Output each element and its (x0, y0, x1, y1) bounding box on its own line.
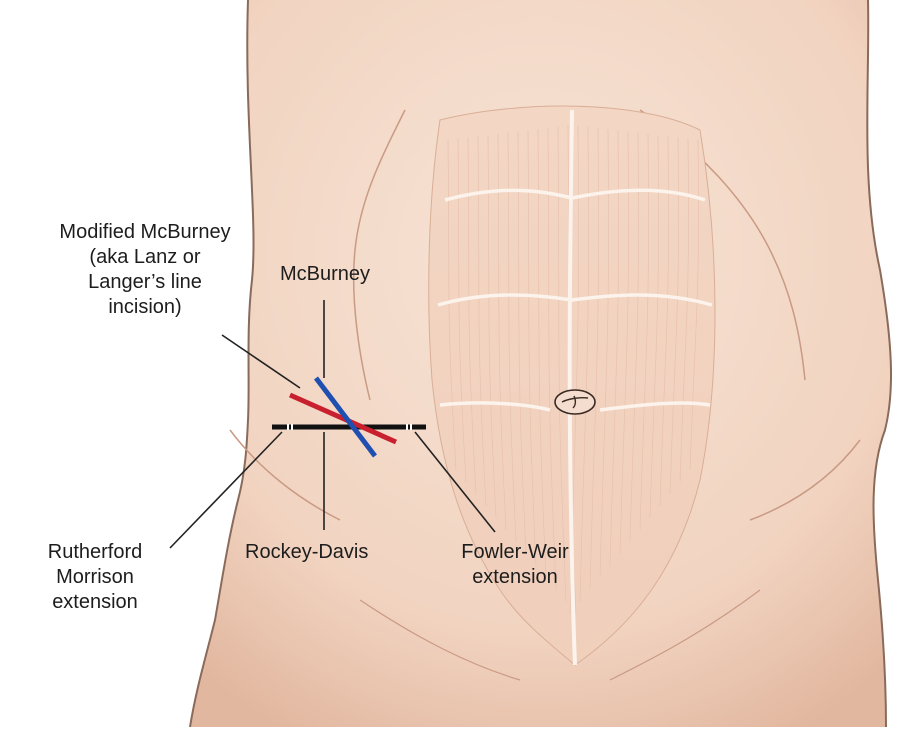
label-line: Fowler-Weir (440, 540, 590, 565)
label-line: Langer’s line (10, 270, 280, 295)
umbilicus-icon (555, 390, 595, 414)
label-line: extension (20, 590, 170, 615)
label-line: Rutherford (20, 540, 170, 565)
label-mcburney: McBurney (280, 262, 370, 287)
label-text: McBurney (280, 263, 370, 285)
label-rutherford-morrison: Rutherford Morrison extension (20, 540, 170, 615)
label-text: Rockey-Davis (245, 541, 368, 563)
label-line: Morrison (20, 565, 170, 590)
label-rockey-davis: Rockey-Davis (245, 540, 368, 565)
label-line: Modified McBurney (10, 220, 280, 245)
label-modified-mcburney: Modified McBurney (aka Lanz or Langer’s … (10, 220, 280, 320)
label-fowler-weir: Fowler-Weir extension (440, 540, 590, 590)
label-line: (aka Lanz or (10, 245, 280, 270)
label-line: incision) (10, 295, 280, 320)
label-line: extension (440, 565, 590, 590)
